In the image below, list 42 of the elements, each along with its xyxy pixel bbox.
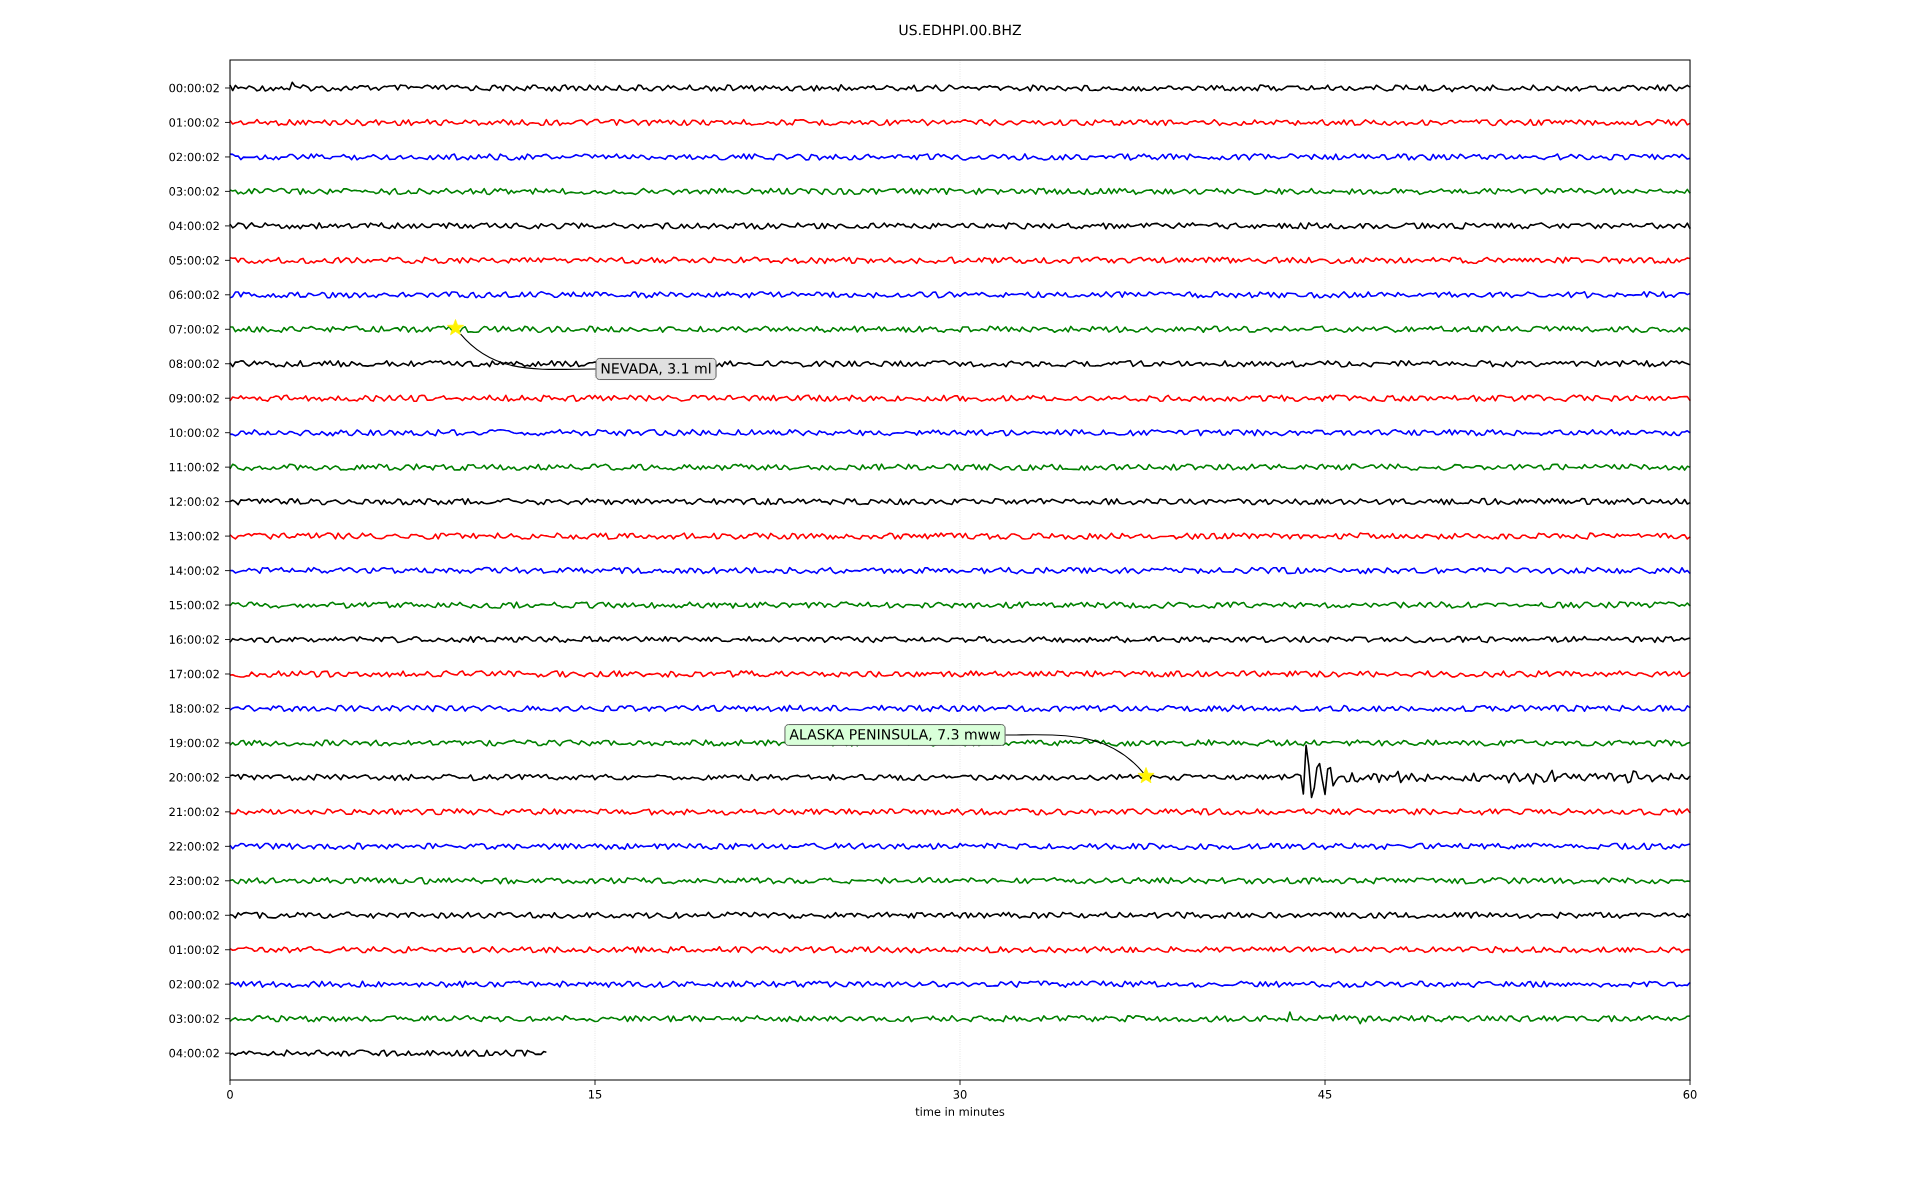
row-label: 05:00:02 [169, 256, 219, 265]
tick-label: 30 [953, 1090, 967, 1099]
row-label: 21:00:02 [169, 807, 219, 817]
leader-line [460, 333, 597, 370]
row-label: 20:00:02 [169, 773, 219, 782]
annotation-box: NEVADA, 3.1 ml [595, 358, 717, 380]
row-label: 04:00:02 [169, 1048, 219, 1058]
row-label: 01:00:02 [169, 945, 219, 955]
row-label: 16:00:02 [169, 635, 219, 644]
row-label: 04:00:02 [169, 221, 219, 231]
row-label: 09:00:02 [169, 393, 219, 403]
row-label: 14:00:02 [169, 566, 219, 575]
tick-label: 0 [227, 1090, 233, 1099]
row-label: 06:00:02 [169, 290, 219, 300]
row-label: 07:00:02 [169, 325, 219, 334]
row-label: 02:00:02 [169, 979, 219, 989]
row-label: 03:00:02 [169, 1014, 219, 1023]
row-label: 11:00:02 [169, 462, 219, 472]
star-marker [447, 319, 464, 336]
axis-title: time in minutes [915, 1107, 1005, 1116]
chart-title: US.EDHPI.00.BHZ [899, 24, 1021, 36]
row-label: 18:00:02 [169, 704, 219, 713]
tick-label: 15 [589, 1090, 602, 1099]
row-label: 03:00:02 [169, 187, 219, 196]
row-label: 00:00:02 [169, 83, 219, 93]
row-label: 15:00:02 [169, 600, 219, 610]
row-label: 01:00:02 [169, 118, 219, 127]
annotation-box: ALASKA PENINSULA, 7.3 mww [784, 724, 1006, 746]
row-label: 22:00:02 [169, 842, 219, 851]
row-label: 08:00:02 [169, 359, 219, 369]
row-label: 23:00:02 [169, 876, 219, 886]
row-label: 19:00:02 [169, 738, 219, 748]
row-label: 17:00:02 [169, 669, 219, 679]
leader-line [1005, 734, 1144, 774]
tick-label: 60 [1683, 1090, 1697, 1099]
star-marker [1137, 767, 1155, 784]
row-label: 00:00:02 [169, 911, 219, 920]
row-label: 12:00:02 [169, 497, 219, 506]
tick-label: 45 [1318, 1090, 1332, 1099]
row-label: 02:00:02 [169, 152, 219, 162]
row-label: 13:00:02 [169, 531, 219, 541]
row-label: 10:00:02 [169, 428, 219, 437]
